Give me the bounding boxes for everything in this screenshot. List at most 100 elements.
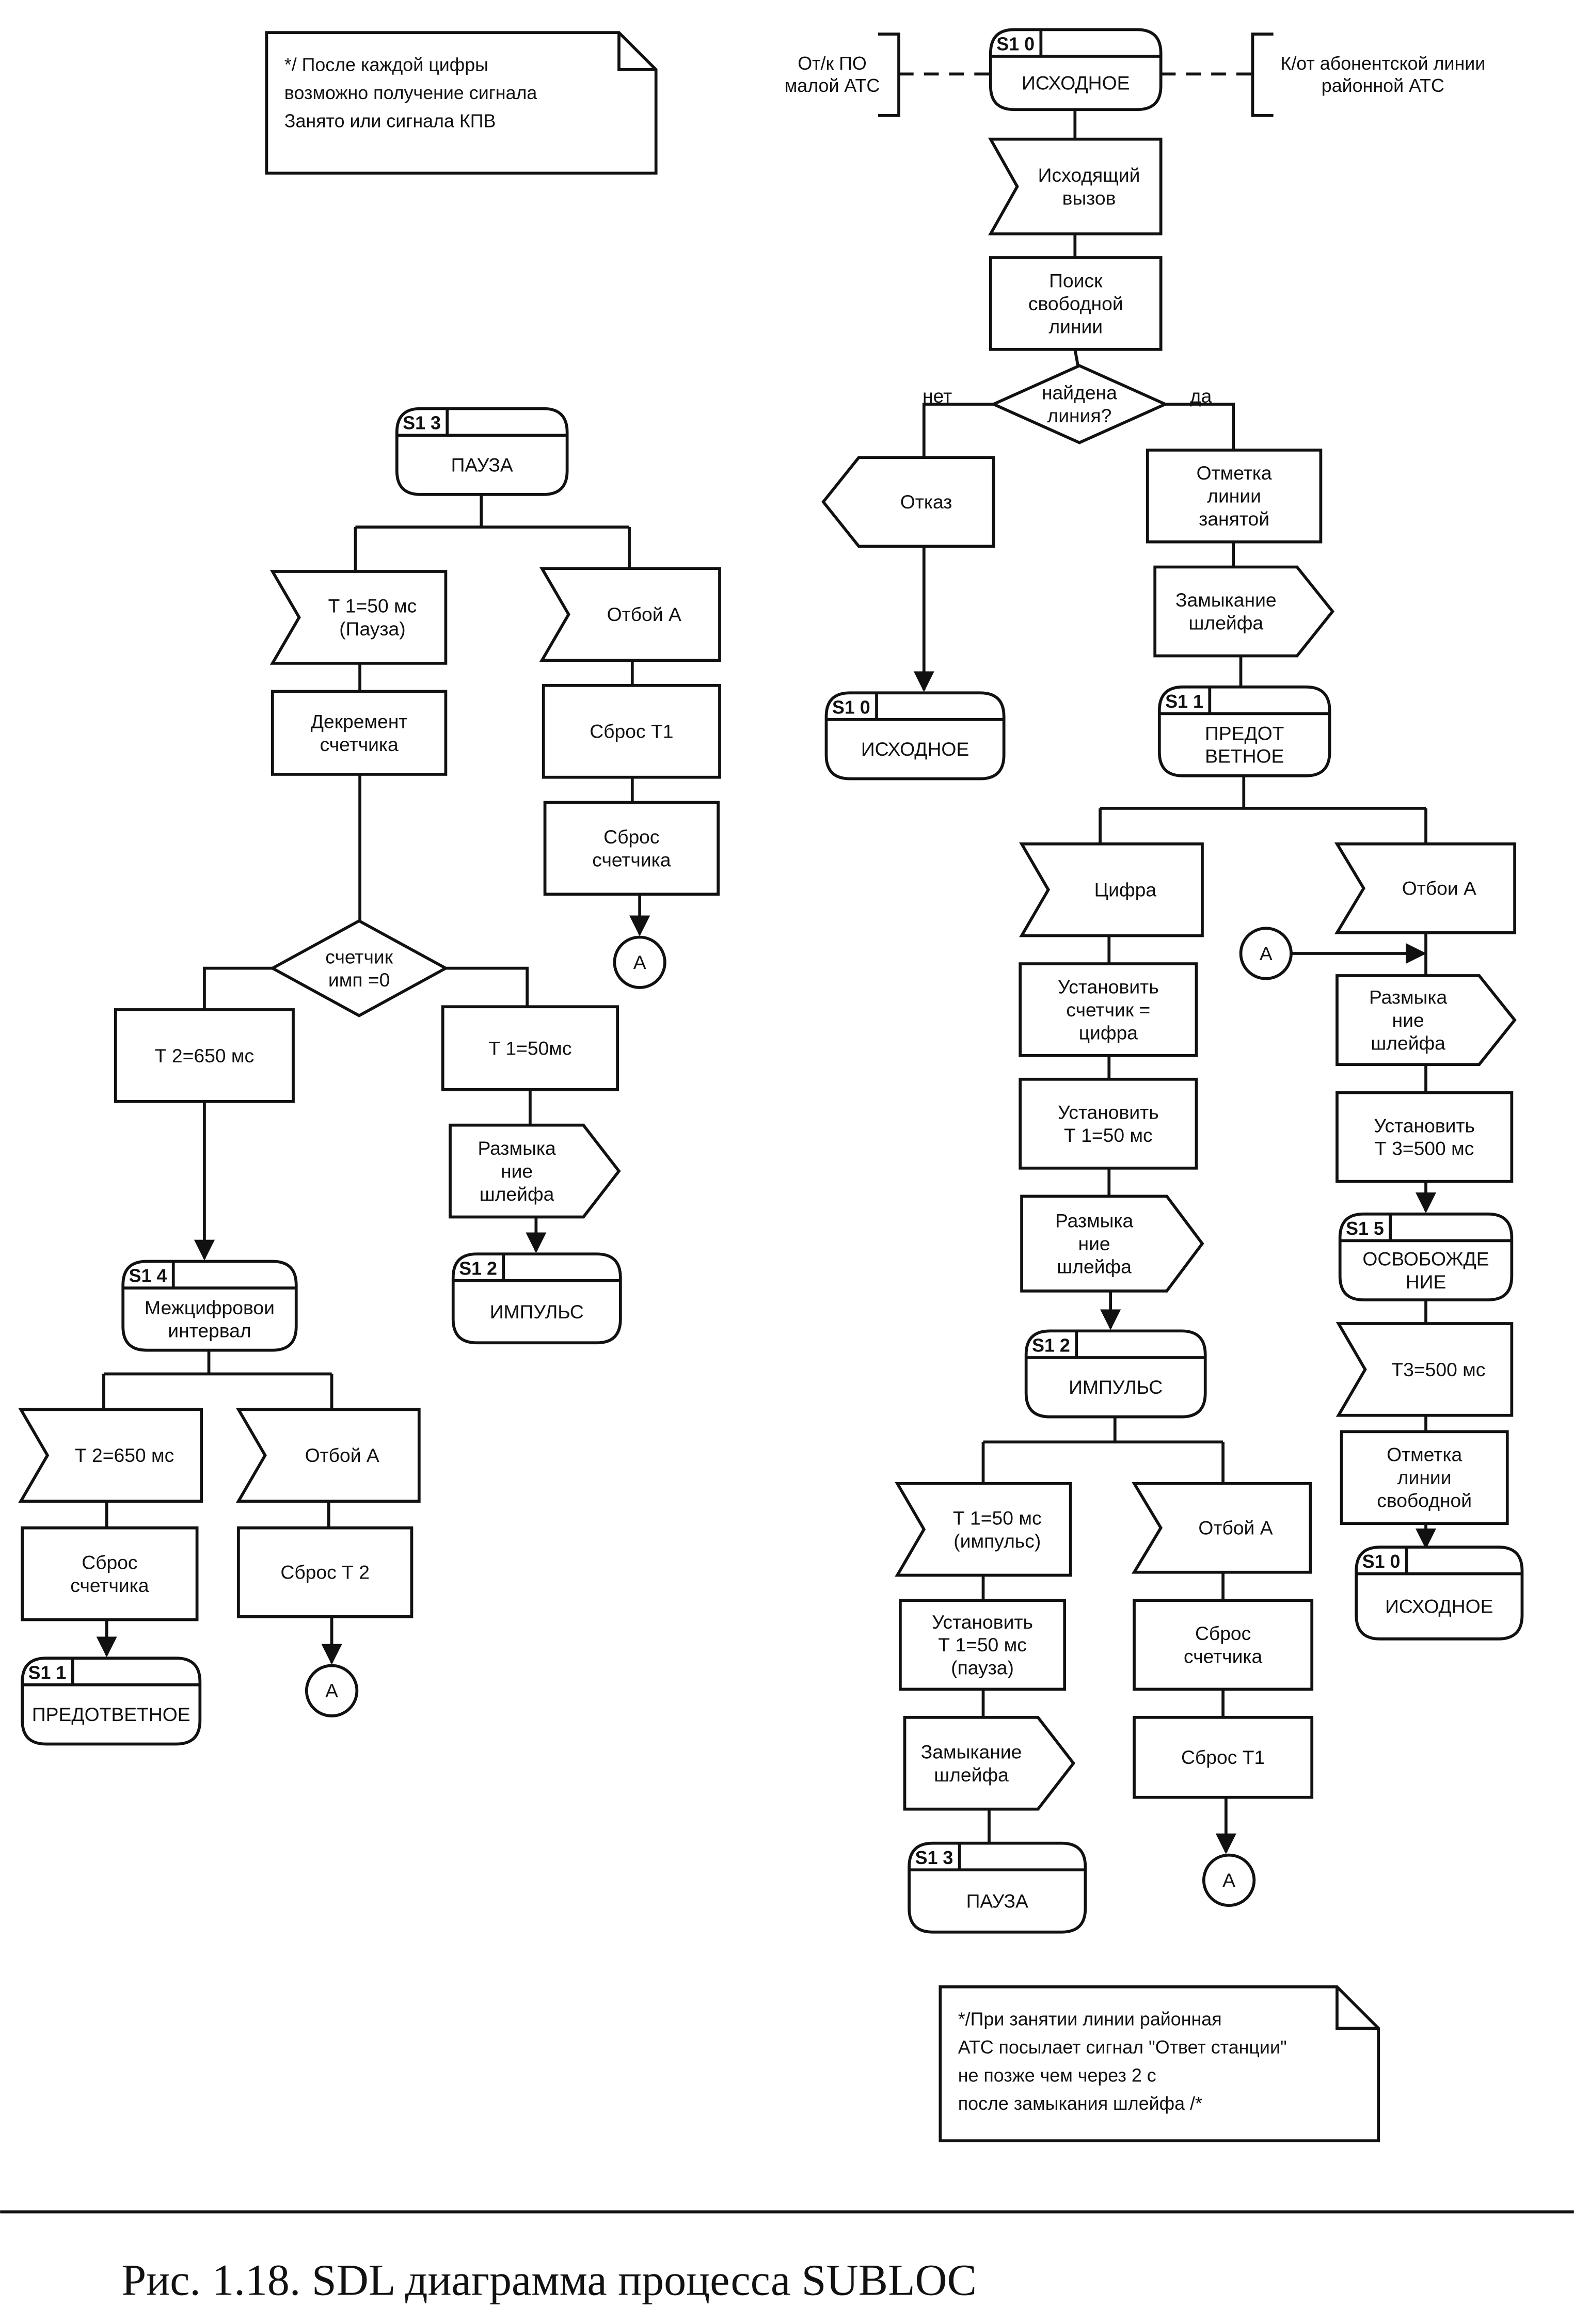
task-box [237, 1526, 414, 1618]
node-input-hang_imp: Отбой А [1131, 1482, 1312, 1574]
node-label: линии [1207, 485, 1261, 507]
node-label: счетчика [592, 849, 671, 870]
state-number: S1 3 [403, 413, 441, 434]
input-signal-shape [1019, 842, 1204, 937]
node-input-t1pause: Т 1=50 мс(Пауза) [269, 570, 448, 665]
node-label: ние [501, 1160, 533, 1182]
node-label: Сброс Т1 [590, 721, 673, 742]
input-signal-shape [1131, 1482, 1312, 1574]
output-signal-shape [903, 1715, 1076, 1811]
node-label: Сброс [82, 1551, 137, 1573]
node-label: линия? [1047, 405, 1111, 426]
state-shape [1024, 1329, 1207, 1419]
decision-diamond [990, 364, 1169, 444]
output-signal-shape [1335, 974, 1517, 1066]
task-box [21, 1526, 199, 1621]
task-box [271, 690, 448, 776]
output-signal-shape [449, 1123, 621, 1219]
state-shape [1338, 1212, 1514, 1301]
node-task-reset_t1_p: Сброс Т1 [542, 684, 721, 779]
node-label: А [325, 1680, 338, 1701]
flow-line [1165, 403, 1235, 450]
note-fold [617, 33, 656, 71]
node-label: ние [1078, 1233, 1110, 1254]
note-text-line: после замыкания шлейфа /* [958, 2093, 1202, 2114]
task-box [1146, 448, 1323, 544]
node-state-s1b: S1 1 ПРЕДОТВЕТНОЕ [21, 1657, 202, 1746]
node-label: А [1222, 1869, 1235, 1891]
node-label: свободной [1028, 293, 1123, 314]
node-label: Т 3=500 мс [1375, 1138, 1474, 1159]
node-label: Отбой А [1198, 1517, 1273, 1539]
input-signal-shape [539, 567, 721, 662]
external-interface-label: малой АТС [785, 75, 880, 96]
state-number: S1 1 [1165, 691, 1203, 712]
node-label: ПРЕДОТВЕТНОЕ [32, 1704, 190, 1725]
note-text-line: не позже чем через 2 с [958, 2065, 1156, 2086]
node-label: А [1260, 943, 1273, 964]
figure-caption: Рис. 1.18. SDL диаграмма процесса SUBLOC [121, 2255, 977, 2304]
node-task-t2set: Т 2=650 мс [114, 1008, 295, 1103]
node-label: Т 1=50 мс [328, 595, 417, 617]
node-label: Установить [1058, 1101, 1159, 1123]
node-label: Размыка [1369, 986, 1448, 1008]
node-task-t1set: Т 1=50мс [441, 1005, 619, 1091]
task-box [114, 1008, 295, 1103]
node-label: Т 2=650 мс [155, 1045, 254, 1067]
state-shape [121, 1260, 298, 1352]
node-label: Сброс [1195, 1622, 1251, 1644]
node-label: ние [1392, 1009, 1424, 1031]
node-label: Сброс Т1 [1181, 1746, 1265, 1768]
node-label: шлейфа [1057, 1255, 1132, 1277]
task-box [1340, 1430, 1509, 1525]
node-connector-conn_in: А [1239, 927, 1293, 980]
state-shape [1157, 685, 1331, 777]
node-label: Отбой А [305, 1444, 379, 1466]
node-input-t3in: Т3=500 мс [1335, 1322, 1514, 1417]
input-signal-shape [18, 1408, 203, 1503]
node-label: цифра [1079, 1022, 1138, 1043]
node-label: ПАУЗА [966, 1890, 1028, 1912]
state-shape [1355, 1546, 1524, 1641]
edge-label-yes: да [1190, 385, 1212, 407]
input-signal-shape [895, 1482, 1072, 1577]
state-number: S1 1 [28, 1662, 67, 1683]
node-label: Т 1=50 мс [1064, 1124, 1153, 1146]
decision-diamond [269, 919, 449, 1017]
node-label: ИСХОДНОЕ [1385, 1596, 1493, 1617]
task-box [1133, 1715, 1314, 1799]
node-connector-conn_imp: А [1202, 1853, 1256, 1907]
node-label: Исходящий [1038, 164, 1140, 186]
node-label: Размыка [1055, 1210, 1134, 1232]
external-interface-label: От/к ПО [798, 53, 866, 74]
output-signal-shape [821, 456, 995, 548]
node-connector-conn_p: А [613, 935, 666, 989]
note-text-line: возможно получение сигнала [284, 83, 537, 103]
node-label: счетчик = [1066, 999, 1150, 1021]
state-shape [451, 1252, 622, 1345]
node-connector-conn_s4: А [305, 1664, 359, 1717]
node-label: ОСВОБОЖДЕ [1362, 1248, 1489, 1269]
node-label: Декремент [311, 710, 408, 732]
node-label: счетчика [320, 734, 399, 755]
flow-line [922, 403, 994, 458]
node-label: вызов [1062, 187, 1116, 209]
note-text-line: Занято или сигнала КПВ [284, 111, 496, 132]
connector-circle [1202, 1853, 1256, 1907]
note-text-line: */ После каждой цифры [284, 55, 488, 75]
node-label: ИСХОДНОЕ [1022, 72, 1130, 94]
